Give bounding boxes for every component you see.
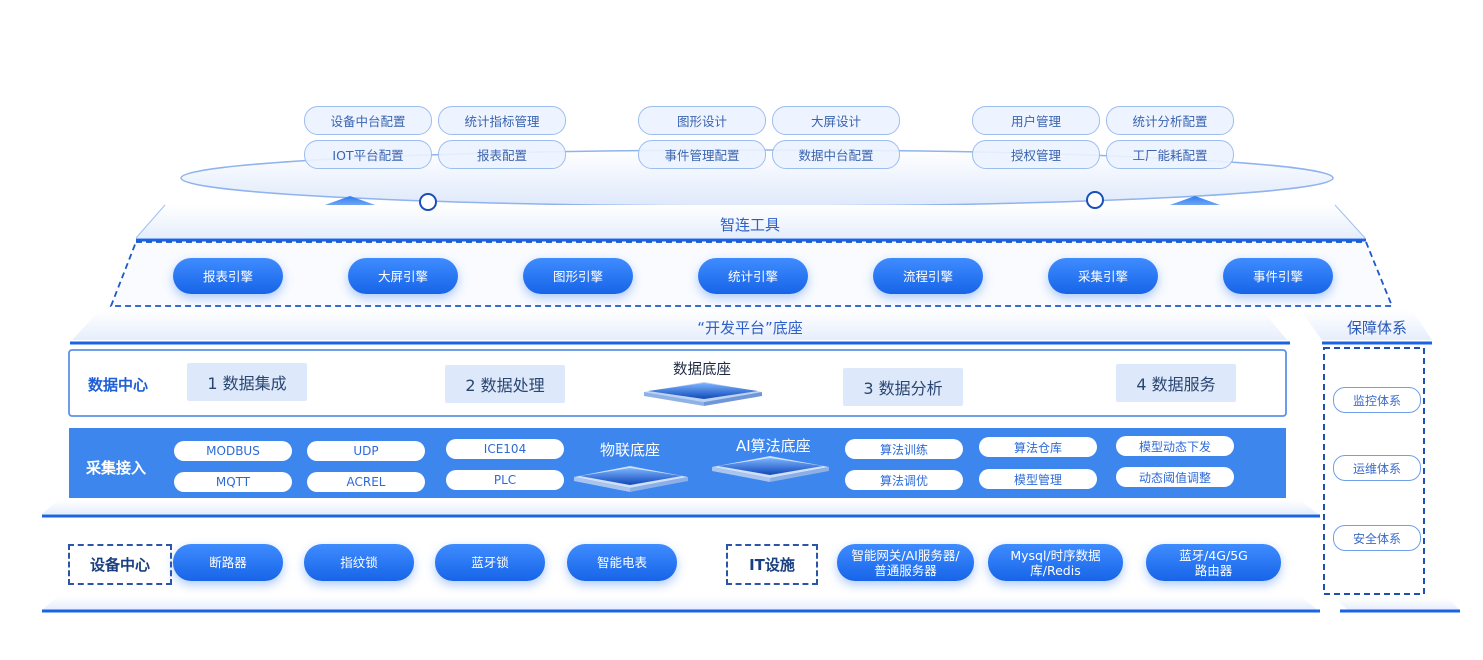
engine-statistic[interactable]: 统计引擎 (698, 258, 808, 294)
tool-dashboard-design[interactable]: 大屏设计 (772, 106, 900, 135)
data-processing-box[interactable]: 2 数据处理 (445, 365, 565, 403)
bottom-band (42, 596, 1318, 610)
it-databases[interactable]: Mysql/时序数据库/Redis (988, 544, 1123, 581)
guarantee-bottom-band (1335, 598, 1460, 610)
data-service-box[interactable]: 4 数据服务 (1116, 364, 1236, 402)
engine-report[interactable]: 报表引擎 (173, 258, 283, 294)
device-fingerprint-lock[interactable]: 指纹锁 (304, 544, 414, 581)
guarantee-operations[interactable]: 运维体系 (1333, 455, 1421, 481)
engine-dashboard[interactable]: 大屏引擎 (348, 258, 458, 294)
tool-authorization-management[interactable]: 授权管理 (972, 140, 1100, 169)
protocol-mqtt[interactable]: MQTT (174, 472, 292, 492)
data-center-label: 数据中心 (88, 376, 149, 394)
data-center-panel (68, 349, 1287, 417)
platform-band-label: “开发平台”底座 (697, 318, 803, 337)
protocol-udp[interactable]: UDP (307, 441, 425, 461)
tool-data-platform-config[interactable]: 数据中台配置 (772, 140, 900, 169)
device-circuit-breaker[interactable]: 断路器 (173, 544, 283, 581)
protocol-modbus[interactable]: MODBUS (174, 441, 292, 461)
tool-user-management[interactable]: 用户管理 (972, 106, 1100, 135)
ai-algorithm-repository[interactable]: 算法仓库 (979, 437, 1097, 457)
tool-event-management-config[interactable]: 事件管理配置 (638, 140, 766, 169)
tool-statistic-indicator-management[interactable]: 统计指标管理 (438, 106, 566, 135)
engine-workflow[interactable]: 流程引擎 (873, 258, 983, 294)
tool-iot-platform-config[interactable]: IOT平台配置 (304, 140, 432, 169)
protocol-acrel[interactable]: ACREL (307, 472, 425, 492)
tools-band-label: 智连工具 (719, 215, 780, 234)
collection-base-band (42, 500, 1318, 514)
tool-report-config[interactable]: 报表配置 (438, 140, 566, 169)
guarantee-band-label: 保障体系 (1346, 318, 1407, 337)
iot-base-label: 物联底座 (600, 441, 661, 459)
tools-band (136, 205, 1365, 238)
guarantee-security[interactable]: 安全体系 (1333, 525, 1421, 551)
it-facility-label: IT设施 (726, 544, 818, 585)
guarantee-monitoring[interactable]: 监控体系 (1333, 387, 1421, 413)
it-gateway-servers[interactable]: 智能网关/AI服务器/普通服务器 (837, 544, 974, 581)
device-center-label: 设备中心 (68, 544, 172, 585)
tool-graphic-design[interactable]: 图形设计 (638, 106, 766, 135)
data-integration-box[interactable]: 1 数据集成 (187, 363, 307, 401)
device-smart-meter[interactable]: 智能电表 (567, 544, 677, 581)
iot-base-platform-icon (574, 466, 688, 492)
platform-band (72, 310, 1287, 340)
collection-label: 采集接入 (86, 459, 147, 477)
data-base-platform-icon (644, 382, 762, 406)
ai-model-management[interactable]: 模型管理 (979, 469, 1097, 489)
ai-algorithm-training[interactable]: 算法训练 (845, 439, 963, 459)
engine-graphic[interactable]: 图形引擎 (523, 258, 633, 294)
ai-algorithm-tuning[interactable]: 算法调优 (845, 470, 963, 490)
guarantee-band (1300, 310, 1432, 340)
data-base-label: 数据底座 (673, 362, 731, 378)
ai-dynamic-threshold-adjust[interactable]: 动态阈值调整 (1116, 467, 1234, 487)
connector-dot-left (419, 193, 437, 211)
device-bluetooth-lock[interactable]: 蓝牙锁 (435, 544, 545, 581)
ai-base-platform-icon (712, 456, 829, 482)
tool-device-platform-config[interactable]: 设备中台配置 (304, 106, 432, 135)
data-analysis-box[interactable]: 3 数据分析 (843, 368, 963, 406)
it-routers[interactable]: 蓝牙/4G/5G路由器 (1146, 544, 1281, 581)
tool-statistic-analysis-config[interactable]: 统计分析配置 (1106, 106, 1234, 135)
connector-dot-right (1086, 191, 1104, 209)
ai-model-dynamic-dispatch[interactable]: 模型动态下发 (1116, 436, 1234, 456)
ai-base-label: AI算法底座 (736, 437, 811, 455)
protocol-plc[interactable]: PLC (446, 470, 564, 490)
protocol-ice104[interactable]: ICE104 (446, 439, 564, 459)
engine-collection[interactable]: 采集引擎 (1048, 258, 1158, 294)
engine-event[interactable]: 事件引擎 (1223, 258, 1333, 294)
tool-factory-energy-config[interactable]: 工厂能耗配置 (1106, 140, 1234, 169)
